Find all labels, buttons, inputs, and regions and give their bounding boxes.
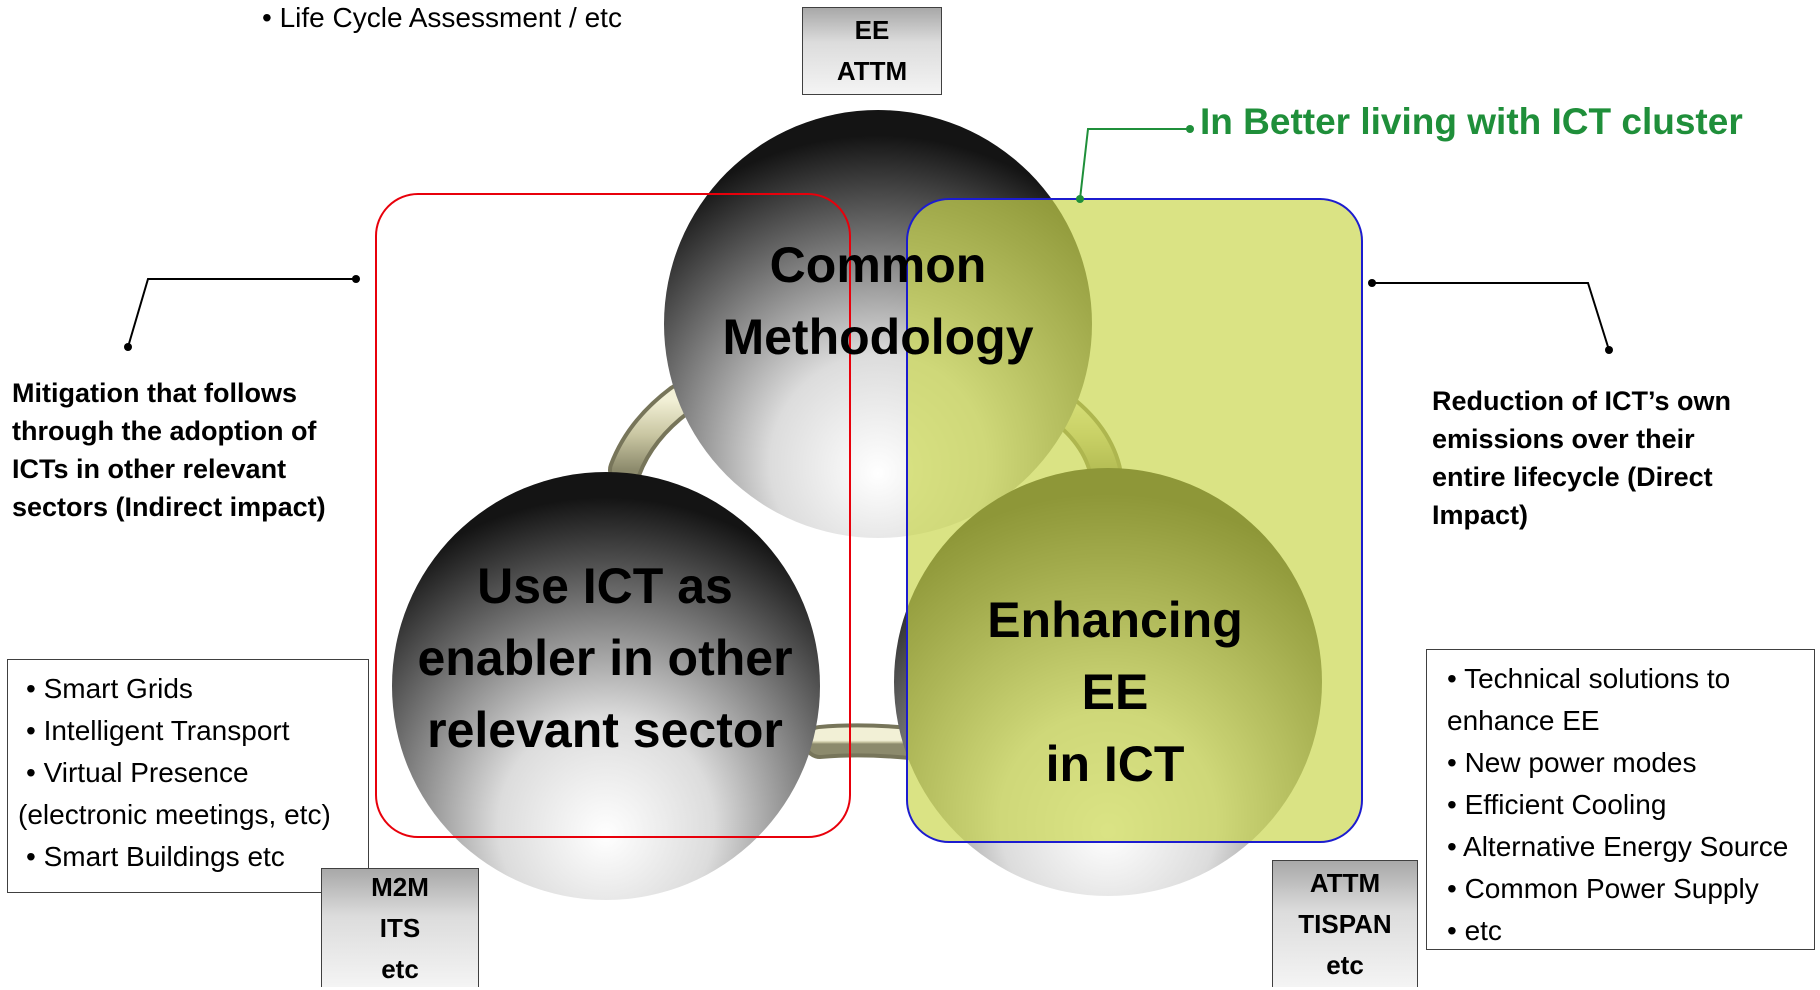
- sphere-right-line-2: EE: [1081, 664, 1149, 720]
- left-list-item-2: • Intelligent Transport: [26, 715, 290, 746]
- right-list-box: • Technical solutions to enhance EE • Ne…: [1426, 649, 1815, 950]
- sphere-right-line-1: Enhancing: [987, 592, 1243, 648]
- left-list-item-3: • Virtual Presence: [26, 757, 249, 788]
- left-description-line-3: ICTs in other relevant: [12, 454, 287, 484]
- left-list-item-5: • Smart Buildings etc: [26, 841, 285, 872]
- left-description-line-4: sectors (Indirect impact): [12, 492, 326, 522]
- top-note: • Life Cycle Assessment / etc: [262, 2, 622, 33]
- tag-bottom-right-line-2: TISPAN: [1298, 908, 1392, 939]
- tag-bottom-left-line-1: M2M: [371, 871, 429, 902]
- tag-bottom-left-line-2: ITS: [379, 912, 421, 943]
- indirect-impact-outline: [375, 193, 851, 838]
- sphere-use-ict: [392, 472, 820, 900]
- cluster-label: In Better living with ICT cluster: [1200, 101, 1743, 142]
- sphere-left-line-1: Use ICT as: [477, 558, 733, 614]
- right-list-item-1: • Technical solutions to: [1447, 663, 1731, 694]
- sphere-right-text: Enhancing EE in ICT: [925, 584, 1305, 800]
- tag-bottom-left-line-3: etc: [381, 953, 419, 984]
- left-leader-dot-end: [124, 343, 132, 351]
- sphere-left-text: Use ICT as enabler in other relevant sec…: [390, 550, 820, 766]
- right-description: Reduction of ICT’s own emissions over th…: [1432, 382, 1731, 534]
- right-list-item-5: • Alternative Energy Source: [1447, 831, 1789, 862]
- sphere-right-line-3: in ICT: [1045, 736, 1185, 792]
- tag-bottom-right-line-3: etc: [1326, 949, 1364, 980]
- sphere-top-line-2: Methodology: [722, 309, 1034, 365]
- tag-top-line-1: EE: [854, 15, 890, 45]
- cluster-leader-line: [1079, 128, 1188, 200]
- cluster-highlight-box: [906, 198, 1363, 843]
- left-description-line-2: through the adoption of: [12, 416, 317, 446]
- left-list-box: • Smart Grids • Intelligent Transport • …: [7, 659, 369, 893]
- left-leader-line: [127, 278, 356, 348]
- sphere-top-line-1: Common: [769, 237, 987, 293]
- right-description-line-4: Impact): [1432, 500, 1529, 530]
- left-description: Mitigation that follows through the adop…: [12, 374, 326, 526]
- cluster-leader-dot-start: [1076, 195, 1084, 203]
- left-leader-dot-start: [352, 275, 360, 283]
- right-list-item-4: • Efficient Cooling: [1447, 789, 1667, 820]
- right-list-item-3: • New power modes: [1447, 747, 1697, 778]
- right-leader-dot-end: [1605, 346, 1613, 354]
- sphere-left-line-2: enabler in other: [417, 630, 793, 686]
- right-description-line-3: entire lifecycle (Direct: [1432, 462, 1713, 492]
- tag-top-line-2: ATTM: [836, 56, 908, 86]
- sphere-left-line-3: relevant sector: [427, 702, 783, 758]
- tag-box-bottom-left: M2M ITS etc: [321, 868, 479, 987]
- right-description-line-2: emissions over their: [1432, 424, 1695, 454]
- tag-box-top: EE ATTM: [802, 7, 942, 95]
- right-list-item-6: • Common Power Supply: [1447, 873, 1759, 904]
- right-leader-line: [1372, 282, 1610, 351]
- left-list-item-4: (electronic meetings, etc): [18, 799, 331, 830]
- left-description-line-1: Mitigation that follows: [12, 378, 297, 408]
- left-list-item-1: • Smart Grids: [26, 673, 193, 704]
- right-list-item-7: • etc: [1447, 915, 1502, 946]
- cluster-leader-dot-end: [1186, 125, 1194, 133]
- right-leader-dot-start: [1368, 279, 1376, 287]
- sphere-top-text: Common Methodology: [678, 229, 1078, 373]
- tag-bottom-right-line-1: ATTM: [1309, 867, 1381, 898]
- right-list-item-2: enhance EE: [1447, 705, 1600, 736]
- right-description-line-1: Reduction of ICT’s own: [1432, 386, 1731, 416]
- tag-box-bottom-right: ATTM TISPAN etc: [1272, 860, 1418, 987]
